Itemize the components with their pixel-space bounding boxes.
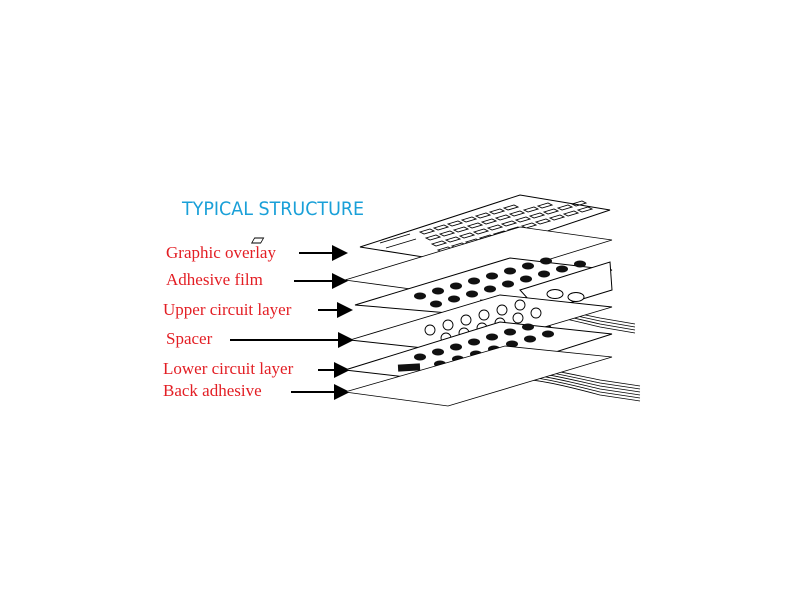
layer-back-adhesive xyxy=(344,345,613,407)
pointer-arrows xyxy=(230,245,354,400)
diagram-title: TYPICAL STRUCTURE xyxy=(182,198,365,220)
label-back-adhesive: Back adhesive xyxy=(163,381,262,400)
label-adhesive-film: Adhesive film xyxy=(166,270,263,289)
label-spacer: Spacer xyxy=(166,329,213,348)
label-graphic-overlay: Graphic overlay xyxy=(166,243,276,262)
label-lower-circuit-layer: Lower circuit layer xyxy=(163,359,294,378)
label-upper-circuit-layer: Upper circuit layer xyxy=(163,300,292,319)
